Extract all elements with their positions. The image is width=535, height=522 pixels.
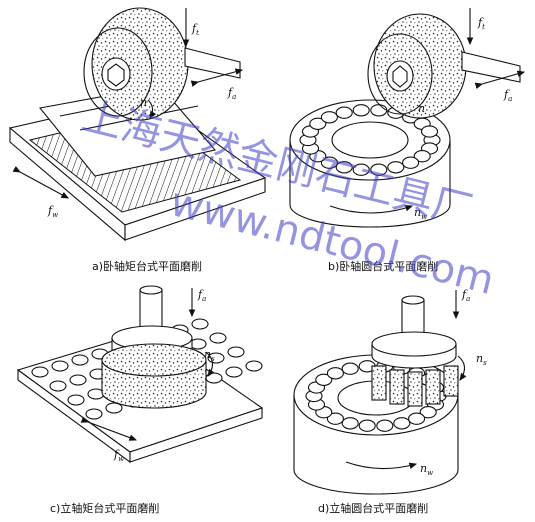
workpiece-disc xyxy=(335,161,353,174)
workpiece-disc xyxy=(326,367,344,380)
panel-c-arrow-fw xyxy=(80,416,138,441)
panel-d-arrow-ns xyxy=(457,355,467,381)
workpiece-disc xyxy=(376,419,394,432)
panel-d-vertical-round: fa ns nw d)立轴圆台式平面磨削 xyxy=(293,288,487,515)
workpiece-disc xyxy=(420,125,439,138)
panel-c-caption: c)立轴矩台式平面磨削 xyxy=(50,501,159,515)
workpiece-disc xyxy=(419,406,437,419)
workpiece-disc xyxy=(71,354,89,366)
panel-a-label-fa: fa xyxy=(227,86,236,101)
workpiece-disc xyxy=(85,408,103,420)
workpiece-disc xyxy=(402,156,420,169)
workpiece-disc xyxy=(315,373,333,386)
workpiece-disc xyxy=(408,412,426,425)
panel-c-label-ns: ns xyxy=(204,348,215,363)
panel-b-caption: b)卧轴圆台式平面磨削 xyxy=(328,259,438,273)
panel-d-label-nw: nw xyxy=(420,462,433,477)
workpiece-disc xyxy=(413,150,431,163)
panel-a-label-fw: fw xyxy=(47,204,58,219)
workpiece-disc xyxy=(335,106,353,119)
panel-a-label-ft: ft xyxy=(191,22,199,37)
panel-d-caption: d)立轴圆台式平面磨削 xyxy=(318,501,428,515)
panel-d-segment-wheel xyxy=(371,365,459,407)
panel-b-arrow-fa xyxy=(474,70,526,89)
workpiece-disc xyxy=(191,318,209,330)
panel-b-horizontal-round: ft fa n nw b)卧轴圆台式平面磨削 xyxy=(289,8,526,273)
workpiece-disc xyxy=(341,417,359,430)
workpiece-disc xyxy=(105,402,123,414)
panel-c-vertical-rect: fa ns fw c)立轴矩台式平面磨削 xyxy=(16,285,264,515)
workpiece-disc xyxy=(326,412,344,425)
workpiece-disc xyxy=(227,346,245,358)
workpiece-disc xyxy=(358,419,376,432)
panel-c-label-fa: fa xyxy=(197,288,206,303)
panel-a-arrow-fw xyxy=(12,165,69,199)
workpiece-disc xyxy=(49,380,67,392)
workpiece-disc xyxy=(370,163,388,176)
workpiece-disc xyxy=(387,161,405,174)
panel-b-table-center xyxy=(331,121,409,159)
panel-a-table-front xyxy=(124,177,266,241)
panel-a-nut xyxy=(107,63,125,87)
panel-c-table-front xyxy=(129,407,263,463)
workpiece-disc xyxy=(245,360,263,372)
workpiece-disc xyxy=(209,332,227,344)
workpiece-disc xyxy=(51,360,69,372)
panel-b-label-fa: fa xyxy=(503,88,512,103)
workpiece-disc xyxy=(67,394,85,406)
panel-c-label-fw: fw xyxy=(113,448,124,463)
panel-b-label-nw: nw xyxy=(414,206,427,221)
workpiece-disc xyxy=(393,417,411,430)
panel-b-label-ft: ft xyxy=(477,16,485,31)
workpiece-disc xyxy=(309,117,327,130)
workpiece-disc xyxy=(352,163,370,176)
panel-a-spindle xyxy=(184,47,241,79)
workpiece-disc xyxy=(320,111,338,124)
panel-b-nut xyxy=(392,65,408,88)
panel-d-label-ns: ns xyxy=(476,352,487,367)
workpiece-disc xyxy=(370,104,388,117)
panel-a-label-n: n xyxy=(140,96,147,109)
workpiece-disc xyxy=(69,374,87,386)
panel-c-spindle xyxy=(139,289,163,331)
panel-a-arrow-fa xyxy=(190,68,244,87)
panel-c-arrow-ns xyxy=(205,351,215,377)
panel-a-horizontal-rect: ft fa n fw a)卧轴矩台式平面磨削 xyxy=(8,7,267,273)
workpiece-disc xyxy=(341,362,359,375)
panel-d-label-fa: fa xyxy=(461,288,470,303)
panel-b-arrow-nw xyxy=(329,204,414,214)
panel-b-spindle xyxy=(461,51,521,83)
panel-d-arrow-nw xyxy=(345,461,418,470)
workpiece-disc xyxy=(31,366,49,378)
workpiece-disc xyxy=(352,104,370,117)
workpiece-disc xyxy=(320,156,338,169)
panel-a-arrow-n xyxy=(147,99,157,119)
panel-a-caption: a)卧轴矩台式平面磨削 xyxy=(92,259,202,273)
panel-b-label-n: n xyxy=(418,102,425,115)
workpiece-disc xyxy=(225,366,243,378)
